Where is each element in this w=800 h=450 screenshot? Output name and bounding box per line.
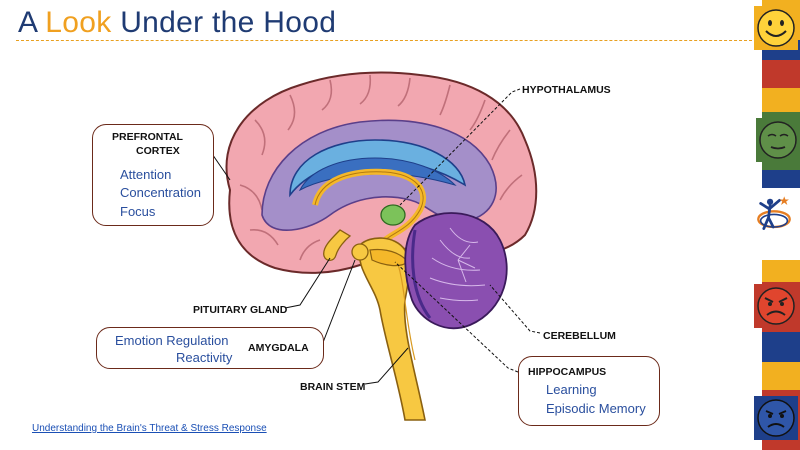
cerebellum-shape <box>404 212 508 330</box>
label-cerebellum: CEREBELLUM <box>543 330 616 342</box>
hippocampus-function-1: Learning <box>546 382 597 397</box>
label-hippocampus: HIPPOCAMPUS <box>528 366 607 378</box>
prefrontal-function-3: Focus <box>120 204 156 219</box>
reaching-figure-icon <box>757 196 791 230</box>
title-part-2: Under the Hood <box>111 6 337 39</box>
pituitary-shape <box>323 229 352 262</box>
title-highlight: Look <box>45 6 112 39</box>
amygdala-shape <box>351 243 369 261</box>
amygdala-function-1: Emotion Regulation <box>115 333 229 348</box>
title-part-1: A <box>18 6 46 39</box>
label-pituitary-gland: PITUITARY GLAND <box>193 304 288 316</box>
label-hypothalamus: HYPOTHALAMUS <box>522 84 611 96</box>
label-prefrontal-line2: CORTEX <box>136 145 180 157</box>
threat-stress-response-link[interactable]: Understanding the Brain's Threat & Stres… <box>32 423 267 434</box>
brain-diagram <box>181 71 541 421</box>
label-brain-stem: BRAIN STEM <box>300 381 366 393</box>
sad-face-icon <box>754 396 798 440</box>
hypothalamus-shape <box>380 204 406 226</box>
hippocampus-function-2: Episodic Memory <box>546 401 646 416</box>
title-underline <box>16 40 752 42</box>
calm-face-icon <box>756 118 800 162</box>
hippocampus-callout-box <box>518 356 660 426</box>
happy-face-icon <box>754 6 798 50</box>
label-amygdala: AMYGDALA <box>248 342 309 354</box>
angry-face-icon <box>754 284 798 328</box>
prefrontal-function-1: Attention <box>120 167 172 182</box>
amygdala-callout-box <box>96 327 324 369</box>
prefrontal-callout-box <box>92 124 214 226</box>
prefrontal-function-2: Concentration <box>120 185 201 200</box>
slide-title: A Look Under the Hood <box>18 6 336 40</box>
label-prefrontal-line1: PREFRONTAL <box>112 131 183 143</box>
amygdala-function-2: Reactivity <box>176 350 233 365</box>
